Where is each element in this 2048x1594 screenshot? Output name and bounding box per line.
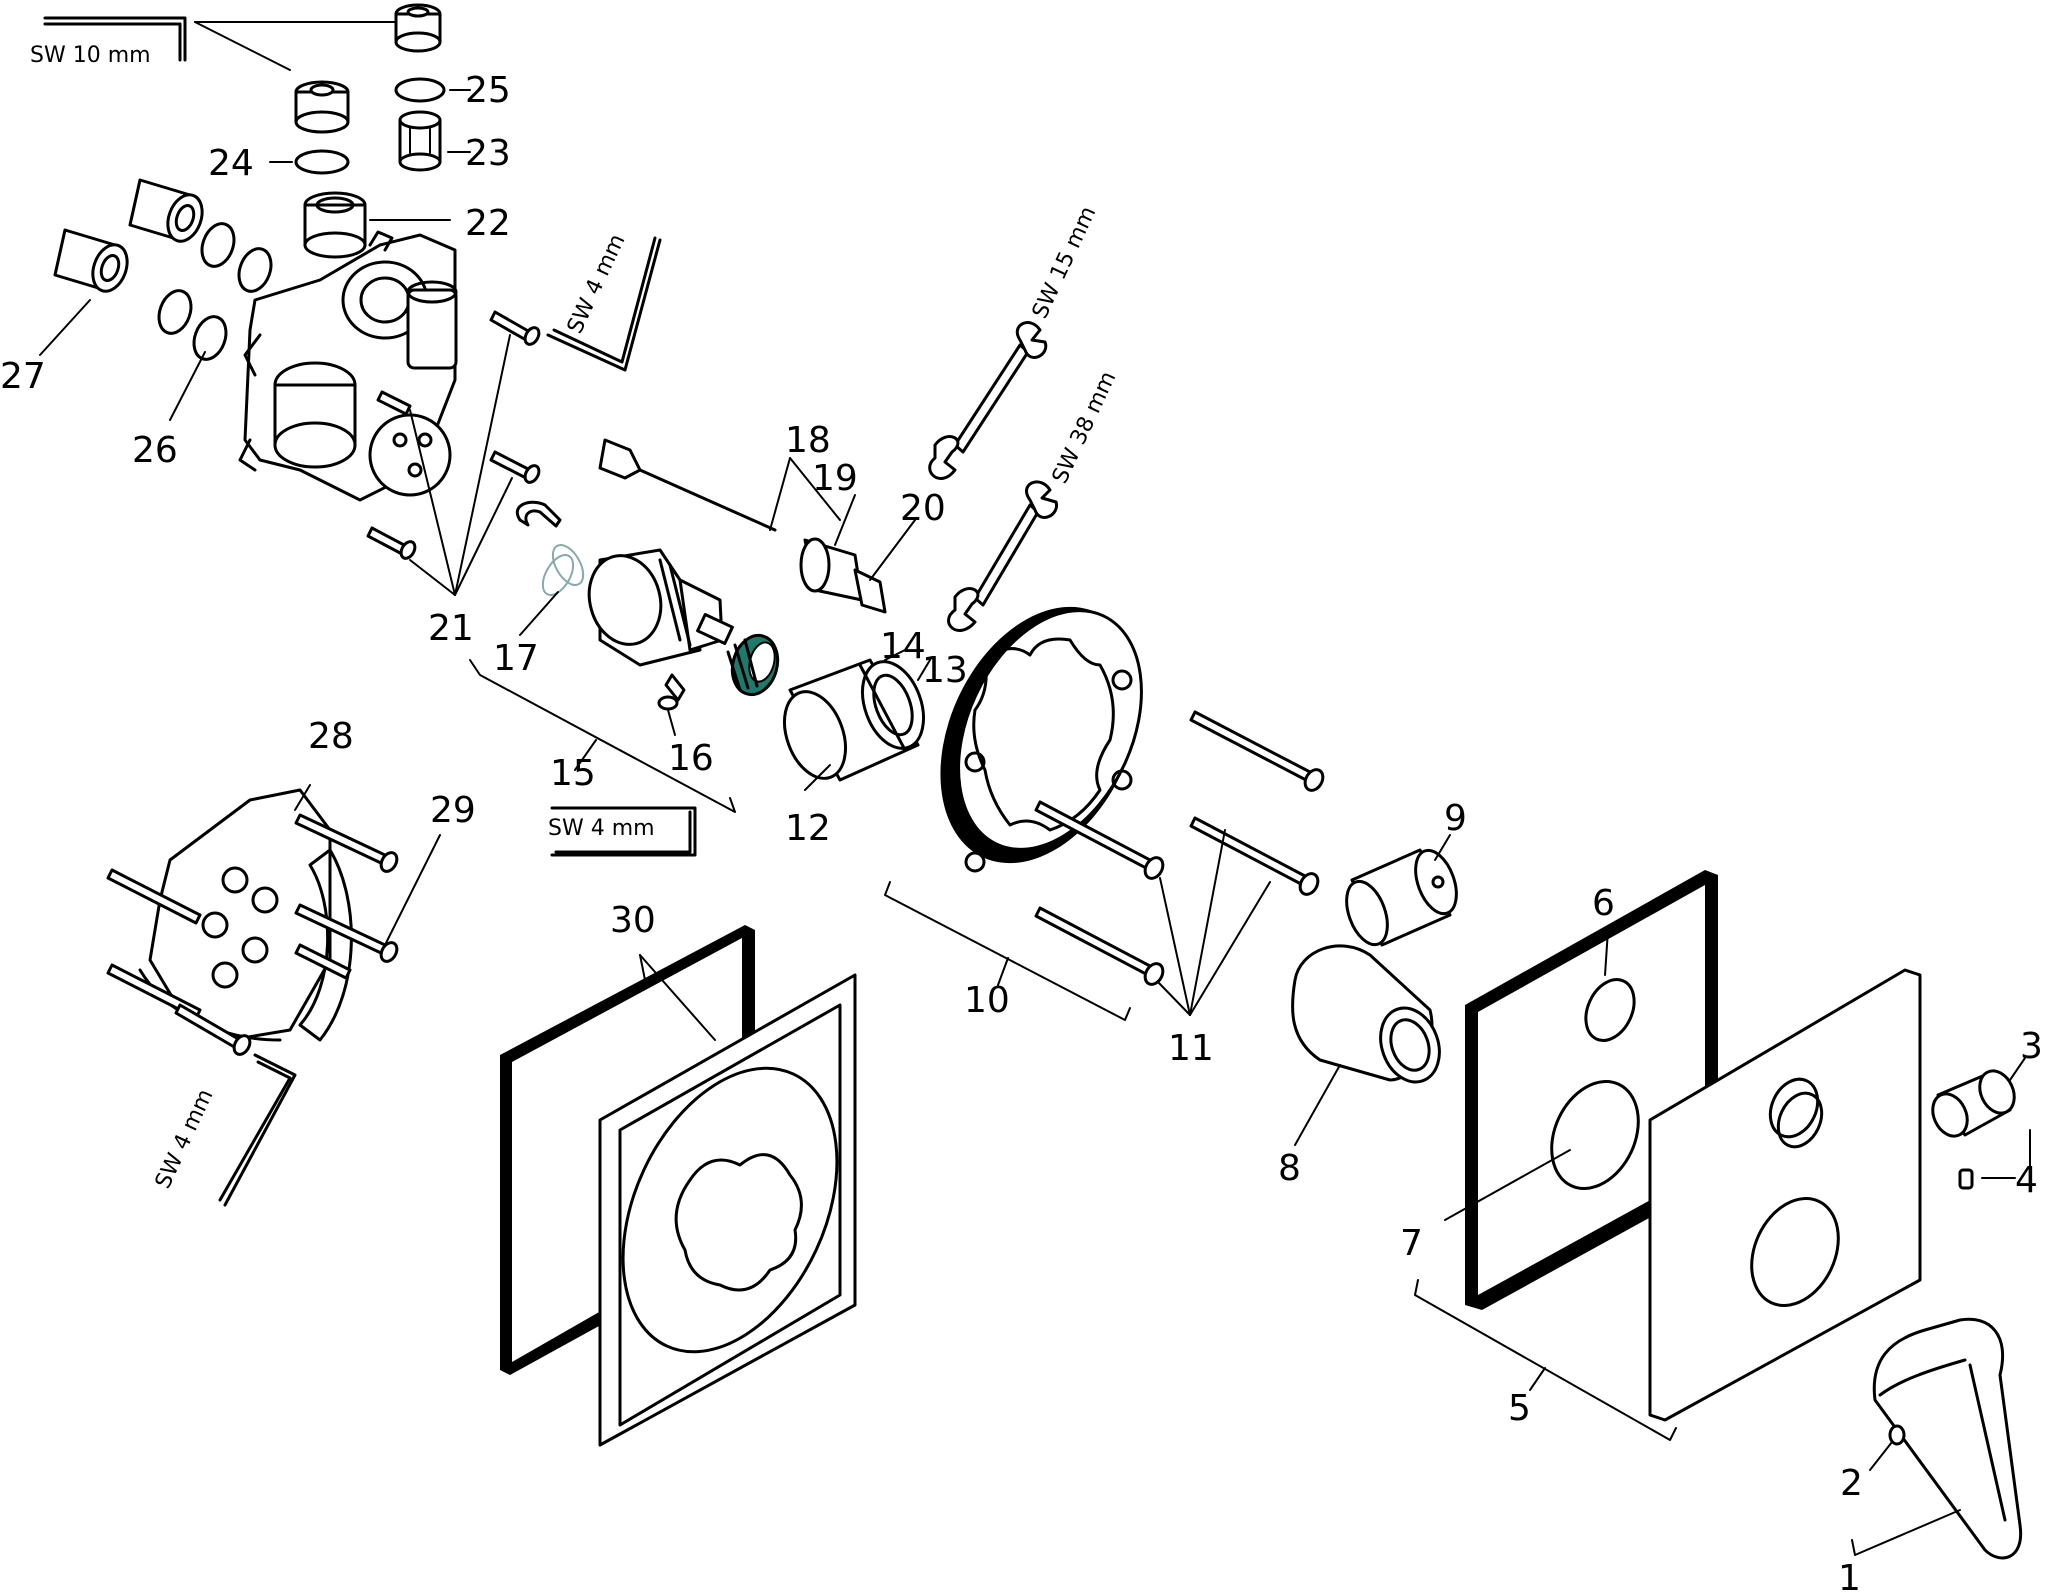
sleeve-27-upper <box>128 178 204 243</box>
screws-29 <box>106 813 399 1056</box>
leader-11 <box>1157 829 1271 1016</box>
part-label-27: 27 <box>0 356 46 397</box>
tool-label-sw4-mid: SW 4 mm <box>548 816 655 841</box>
extension-sleeve-12 <box>783 658 925 782</box>
part-label-20: 20 <box>900 488 946 529</box>
wrench-sw38: SW 38 mm <box>947 368 1122 632</box>
part-label-11: 11 <box>1168 1028 1214 1069</box>
part-labels: 1 2 3 4 5 6 7 8 9 10 11 12 13 14 15 16 1… <box>0 70 2043 1594</box>
hex-key-sw4-left: SW 4 mm <box>151 1053 297 1207</box>
part-label-15: 15 <box>550 753 596 794</box>
o-rings-26 <box>157 222 273 361</box>
part-label-7: 7 <box>1400 1223 1423 1264</box>
hex-key-sw4-upper: SW 4 mm <box>546 230 662 372</box>
lever-handle-1 <box>1872 1317 2023 1560</box>
tool-label-sw10: SW 10 mm <box>30 43 151 68</box>
cover-plate-5 <box>1648 968 1922 1422</box>
pin-18 <box>598 438 777 532</box>
mounting-plate-10 <box>940 606 1143 873</box>
part-label-16: 16 <box>668 738 714 779</box>
rosette-30 <box>500 925 857 1447</box>
leader-18 <box>769 457 841 531</box>
screw-2 <box>1888 1424 1906 1446</box>
valve-body <box>238 230 458 502</box>
sleeve-27-lower <box>53 228 129 293</box>
sleeve-8 <box>1291 944 1441 1084</box>
long-screws-11 <box>1034 710 1325 986</box>
tool-label-sw4-upper: SW 4 mm <box>563 230 631 337</box>
hex-key-sw4-mid: SW 4 mm <box>548 806 697 857</box>
clip-17 <box>516 500 585 596</box>
backplate-28 <box>138 788 353 1042</box>
part-label-14: 14 <box>880 626 926 667</box>
check-valve-23 <box>398 110 442 172</box>
cartridge-22 <box>303 191 367 259</box>
knob-3 <box>1931 1069 2016 1138</box>
adaptor-19 <box>799 537 887 614</box>
tool-label-sw4-left: SW 4 mm <box>151 1085 219 1192</box>
part-label-29: 29 <box>430 790 476 831</box>
part-label-28: 28 <box>308 716 354 757</box>
part-label-30: 30 <box>610 900 656 941</box>
part-label-13: 13 <box>922 650 968 691</box>
part-label-25: 25 <box>465 70 511 111</box>
screws-21 <box>366 310 541 560</box>
grub-screw-4 <box>1958 1168 1974 1190</box>
part-label-19: 19 <box>812 458 858 499</box>
part-label-4: 4 <box>2015 1160 2038 1201</box>
o-ring-24 <box>294 149 350 175</box>
thermostatic-cartridge <box>587 548 734 667</box>
part-label-8: 8 <box>1278 1148 1301 1189</box>
part-label-10: 10 <box>964 980 1010 1021</box>
part-label-1: 1 <box>1838 1558 1861 1594</box>
o-ring-25 <box>394 77 446 103</box>
part-label-6: 6 <box>1592 883 1615 924</box>
part-label-22: 22 <box>465 203 511 244</box>
sleeve-9 <box>1345 848 1458 947</box>
part-label-24: 24 <box>208 143 254 184</box>
green-ring <box>726 633 780 697</box>
part-label-2: 2 <box>1840 1463 1863 1504</box>
part-label-9: 9 <box>1444 798 1467 839</box>
part-label-18: 18 <box>785 420 831 461</box>
screw-16 <box>657 673 686 711</box>
part-label-3: 3 <box>2020 1026 2043 1067</box>
part-label-21: 21 <box>428 608 474 649</box>
tool-label-sw38: SW 38 mm <box>1048 368 1122 488</box>
tool-label-sw15: SW 15 mm <box>1028 203 1102 323</box>
part-label-26: 26 <box>132 430 178 471</box>
bracket-15 <box>469 659 736 813</box>
part-label-12: 12 <box>785 808 831 849</box>
hex-key-sw10: SW 10 mm <box>30 16 396 71</box>
plug-mid <box>294 80 350 134</box>
plug-top <box>394 3 442 53</box>
part-label-23: 23 <box>465 133 511 174</box>
leader-21 <box>409 334 513 596</box>
part-label-17: 17 <box>493 638 539 679</box>
part-label-5: 5 <box>1508 1388 1531 1429</box>
